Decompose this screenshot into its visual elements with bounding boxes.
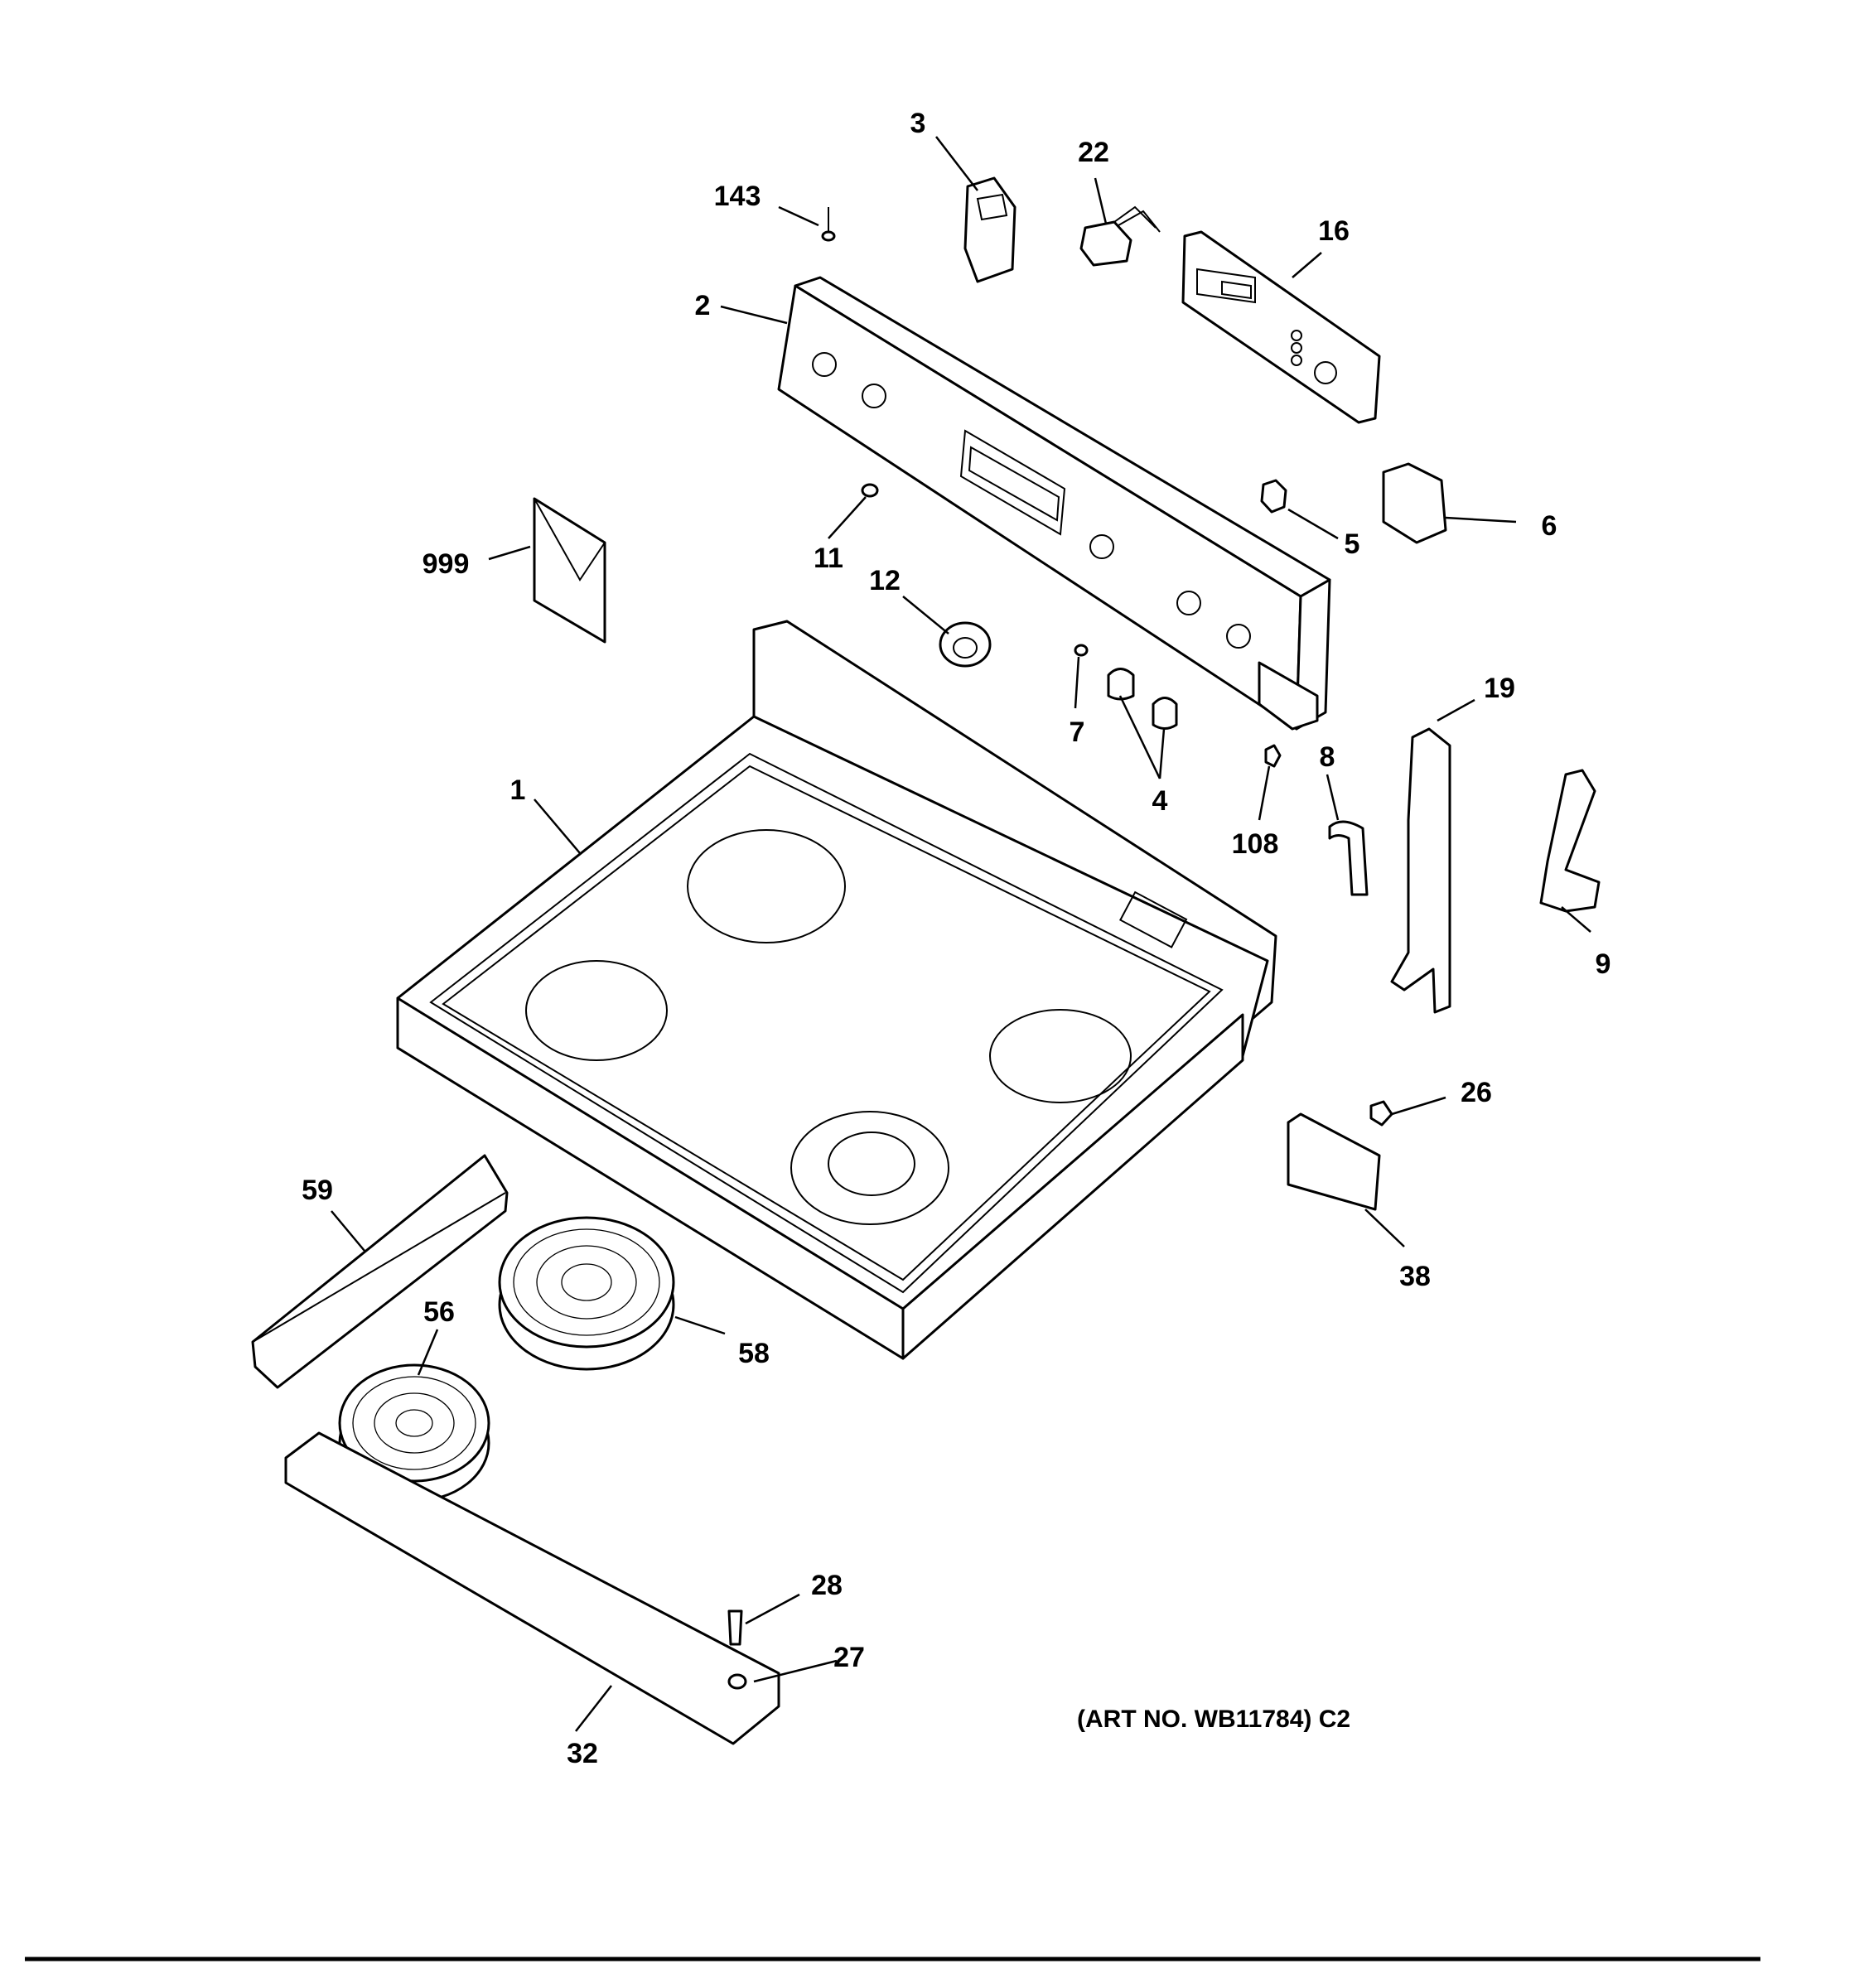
callout-8: 8	[1320, 741, 1335, 773]
lamp-part-5	[1260, 479, 1287, 514]
callout-7: 7	[1070, 717, 1085, 748]
callout-58: 58	[738, 1338, 770, 1369]
callout-19: 19	[1484, 673, 1515, 704]
knob-part-12	[939, 621, 992, 668]
knobs-part-4	[1107, 668, 1178, 730]
trim-part-9	[1539, 769, 1601, 913]
callout-6: 6	[1542, 510, 1557, 542]
screw-part-143	[821, 207, 836, 242]
callout-59: 59	[302, 1175, 333, 1206]
rail-part-59	[251, 1154, 509, 1389]
callout-9: 9	[1596, 948, 1611, 980]
callout-108: 108	[1232, 828, 1279, 860]
callout-12: 12	[869, 565, 901, 596]
cooktop-part-1	[396, 620, 1277, 1360]
bracket-part-8	[1328, 820, 1369, 896]
screw-part-28	[727, 1609, 743, 1646]
callout-11: 11	[814, 543, 843, 574]
callout-16: 16	[1318, 215, 1350, 247]
clock-timer-part-16	[1181, 230, 1381, 424]
control-panel-part-2	[777, 276, 1331, 731]
endcap-part-38	[1287, 1112, 1381, 1211]
callout-28: 28	[811, 1570, 843, 1601]
callout-38: 38	[1399, 1261, 1431, 1292]
bracket-part-19	[1390, 727, 1451, 1014]
screw-part-108	[1264, 744, 1282, 768]
screw-part-7	[1074, 644, 1089, 657]
callout-27: 27	[833, 1642, 865, 1673]
endcap-part-26	[1369, 1100, 1393, 1127]
callout-32: 32	[567, 1738, 598, 1769]
switch-part-6	[1382, 462, 1447, 544]
callout-3: 3	[910, 108, 926, 139]
callout-5: 5	[1345, 528, 1360, 560]
callout-143: 143	[714, 181, 761, 212]
wire-harness-part-22	[1079, 205, 1161, 267]
callout-labels: 3 22 143 16 2 999 11 5 6 12 7 4 19 8 108…	[302, 108, 1610, 1769]
screw-part-11	[861, 483, 879, 498]
leader-lines	[331, 136, 1591, 1732]
callout-22: 22	[1078, 137, 1109, 168]
callout-2: 2	[695, 290, 711, 321]
art-number: (ART NO. WB11784) C2	[1077, 1706, 1350, 1733]
screw-part-27	[727, 1673, 747, 1690]
callout-999: 999	[423, 548, 470, 580]
literature-part-999	[533, 497, 606, 644]
callout-56: 56	[423, 1296, 455, 1328]
switch-part-3	[963, 176, 1017, 283]
callout-4: 4	[1152, 785, 1168, 817]
support-part-32	[284, 1431, 780, 1745]
callout-26: 26	[1461, 1077, 1492, 1108]
element-part-58	[498, 1216, 675, 1371]
callout-1: 1	[510, 774, 526, 806]
